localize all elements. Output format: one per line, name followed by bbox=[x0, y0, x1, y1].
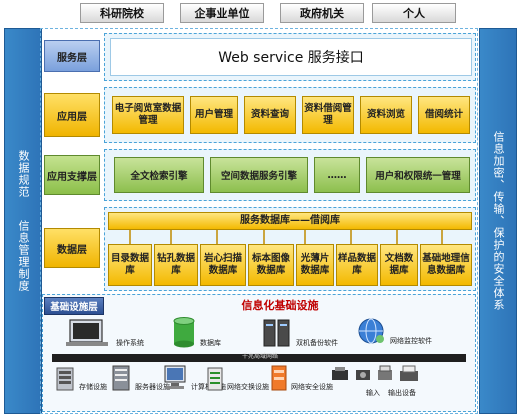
network-switch-icon bbox=[207, 367, 223, 391]
architecture-frame bbox=[40, 28, 478, 414]
software-backup: 双机备份软件 bbox=[262, 318, 338, 348]
software-os: 操作系统 bbox=[62, 318, 144, 348]
user-box-enterprises: 企事业单位 bbox=[180, 3, 264, 23]
support-permission-management: 用户和权限统一管理 bbox=[366, 157, 470, 193]
hardware-io-devices bbox=[330, 364, 420, 384]
db-catalog: 目录数据库 bbox=[108, 244, 152, 286]
db-document: 文档数据库 bbox=[380, 244, 418, 286]
hardware-switches: 网络交换设施 bbox=[206, 366, 269, 392]
hardware-servers: 服务器设施 bbox=[110, 364, 170, 392]
db-borehole: 钻孔数据库 bbox=[154, 244, 198, 286]
management-rules-label: 信息管理制度 bbox=[17, 220, 30, 292]
os-label: 操作系统 bbox=[116, 339, 144, 347]
servers-label: 服务器设施 bbox=[135, 383, 170, 391]
server-rack-icon bbox=[112, 365, 130, 391]
firewall-icon bbox=[271, 365, 287, 391]
plotter-icon bbox=[378, 365, 392, 380]
infrastructure-layer-row bbox=[42, 294, 476, 412]
right-security-column: 信息加密、传输、保护的安全体系 bbox=[479, 28, 517, 414]
web-service-interface: Web service 服务接口 bbox=[110, 38, 472, 76]
software-database: 数据库 bbox=[172, 316, 221, 348]
switches-label: 网络交换设施 bbox=[227, 383, 269, 391]
app-borrowing-statistics: 借阅统计 bbox=[418, 96, 470, 134]
infrastructure-layer-label: 基础设施层 bbox=[44, 297, 104, 315]
network-monitor-label: 网络监控软件 bbox=[390, 337, 432, 345]
gigabit-lan-label: 千兆局域网络 bbox=[241, 353, 278, 360]
backup-label: 双机备份软件 bbox=[296, 339, 338, 347]
app-data-browsing: 资料浏览 bbox=[360, 96, 412, 134]
globe-network-icon bbox=[358, 318, 384, 344]
hardware-storage: 存储设施 bbox=[54, 366, 107, 392]
left-policy-column: 数据规范 信息管理制度 bbox=[4, 28, 42, 414]
security-label: 网络安全设施 bbox=[291, 383, 333, 391]
support-layer-label: 应用支撑层 bbox=[44, 155, 100, 195]
database-cylinder-icon bbox=[173, 317, 195, 348]
app-borrowing-management: 资料借阅管理 bbox=[302, 96, 354, 134]
software-network-monitor: 网络监控软件 bbox=[356, 316, 432, 346]
db-thin-section: 光薄片数据库 bbox=[296, 244, 334, 286]
storage-label: 存储设施 bbox=[79, 383, 107, 391]
database-label: 数据库 bbox=[200, 339, 221, 347]
db-core-scan: 岩心扫描数据库 bbox=[200, 244, 246, 286]
os-monitor-icon bbox=[66, 319, 108, 346]
hardware-security: 网络安全设施 bbox=[270, 364, 333, 392]
user-box-government: 政府机关 bbox=[280, 3, 364, 23]
infrastructure-title: 信息化基础设施 bbox=[241, 299, 319, 312]
computer-icon bbox=[164, 365, 186, 389]
input-label: 输入 bbox=[366, 389, 380, 397]
user-box-individuals: 个人 bbox=[372, 3, 456, 23]
output-label: 输出设备 bbox=[388, 389, 416, 397]
printer-icon bbox=[400, 365, 418, 381]
support-fulltext-engine: 全文检索引擎 bbox=[114, 157, 204, 193]
support-ellipsis: …… bbox=[314, 157, 360, 193]
storage-icon bbox=[56, 367, 74, 391]
application-layer-label: 应用层 bbox=[44, 93, 100, 137]
data-layer-label: 数据层 bbox=[44, 228, 100, 268]
user-box-schools: 科研院校 bbox=[80, 3, 164, 23]
app-data-query: 资料查询 bbox=[244, 96, 296, 134]
app-e-reading-room: 电子阅览室数据管理 bbox=[112, 96, 184, 134]
db-sample: 样品数据库 bbox=[336, 244, 378, 286]
data-layer-connectors bbox=[129, 230, 443, 244]
db-specimen-image: 标本图像数据库 bbox=[248, 244, 294, 286]
scanner-icon bbox=[332, 367, 348, 380]
camera-icon bbox=[356, 370, 370, 380]
support-spatial-engine: 空间数据服务引擎 bbox=[210, 157, 308, 193]
backup-server-icon bbox=[263, 319, 290, 347]
data-standards-label: 数据规范 bbox=[17, 150, 30, 198]
service-borrow-database: 服务数据库——借阅库 bbox=[108, 212, 472, 230]
service-layer-label: 服务层 bbox=[44, 40, 100, 72]
security-system-label: 信息加密、传输、保护的安全体系 bbox=[492, 131, 505, 311]
app-user-management: 用户管理 bbox=[190, 96, 238, 134]
db-basic-geography: 基础地理信息数据库 bbox=[420, 244, 472, 286]
gigabit-lan-bar bbox=[52, 354, 466, 362]
